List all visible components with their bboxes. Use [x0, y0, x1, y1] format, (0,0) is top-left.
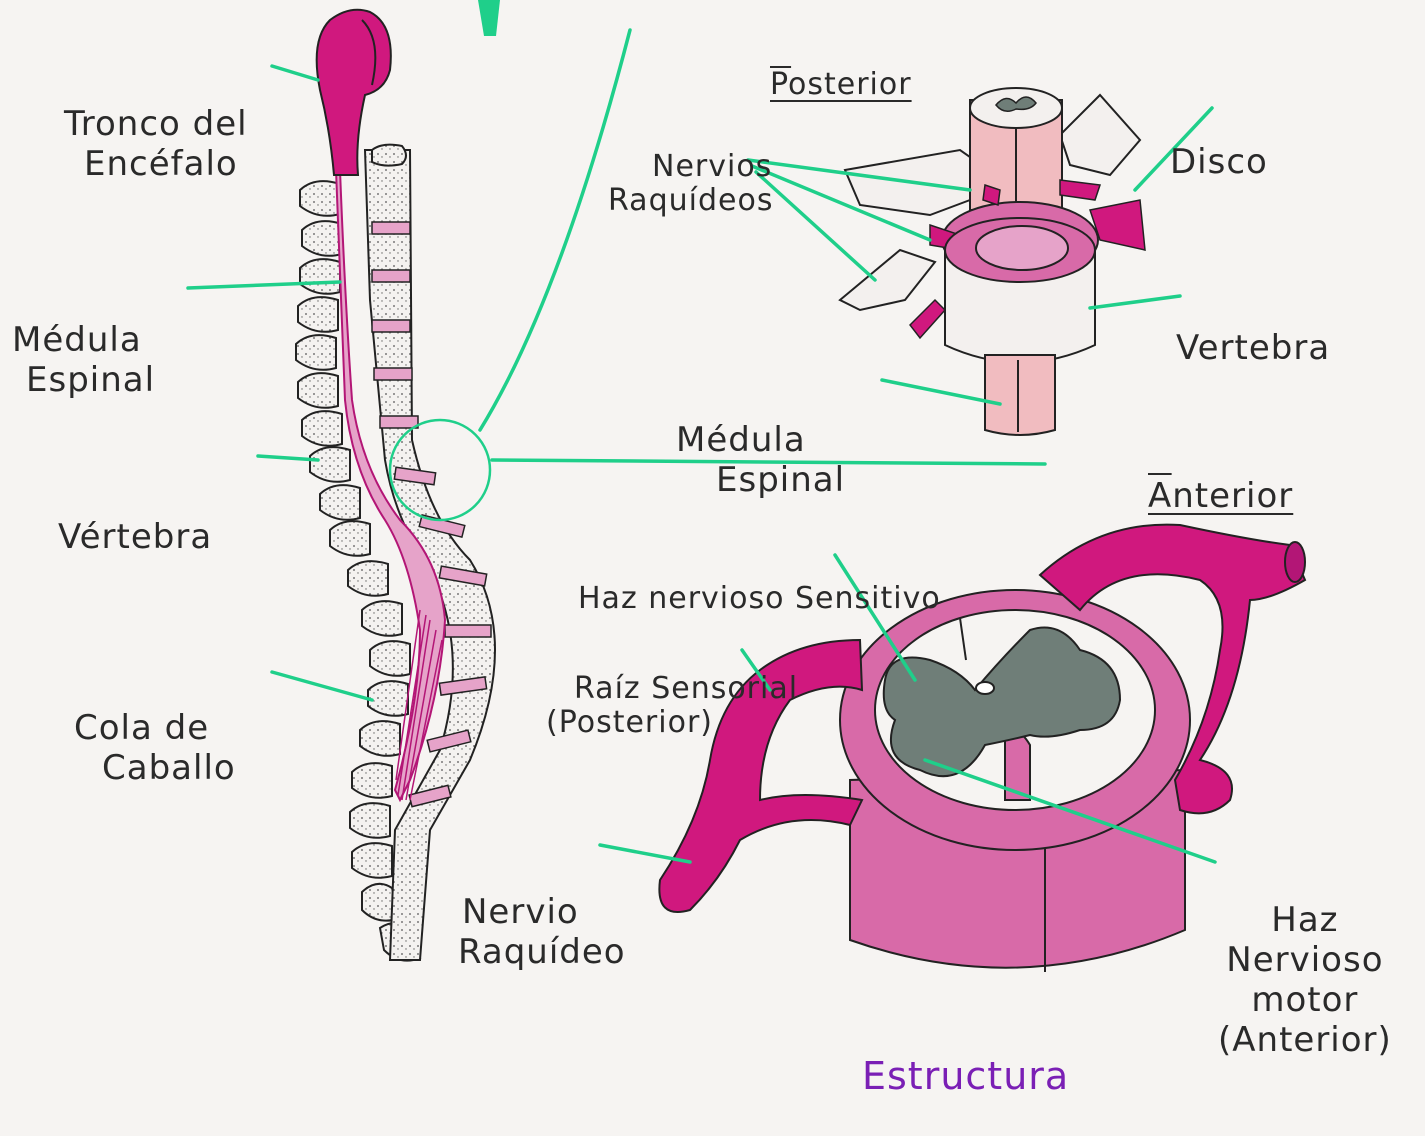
label-estructura: Estructura — [862, 976, 1069, 1136]
marker-scrap — [478, 0, 500, 36]
label-posterior: Posterior — [770, 0, 912, 136]
label-vertebra-left: Vértebra — [58, 437, 212, 597]
label-anterior: Anterior — [1148, 396, 1293, 556]
label-vertebra-right: Vertebra — [1176, 248, 1330, 408]
vertebra-section-diagram — [840, 88, 1145, 435]
label-disco: Disco — [1170, 62, 1268, 222]
label-raiz-sensorial: Raíz Sensorial(Posterior) — [546, 604, 798, 774]
